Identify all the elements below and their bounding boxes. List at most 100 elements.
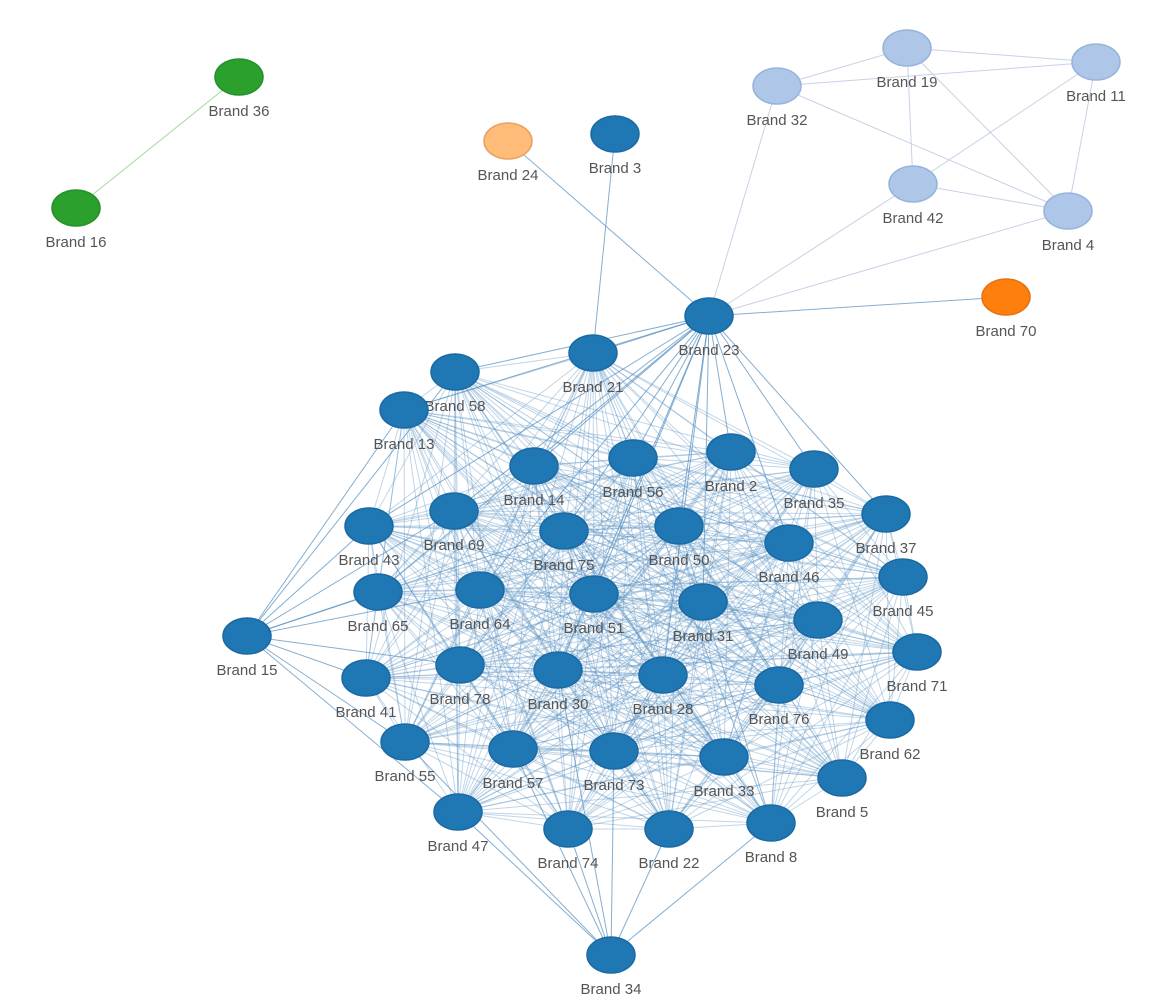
- node-circle[interactable]: [488, 730, 538, 768]
- node-b76[interactable]: Brand 76: [749, 666, 810, 728]
- node-b21[interactable]: Brand 21: [563, 334, 624, 396]
- node-b30[interactable]: Brand 30: [528, 651, 589, 713]
- node-circle[interactable]: [430, 353, 480, 391]
- node-b75[interactable]: Brand 75: [534, 512, 595, 574]
- node-b11[interactable]: Brand 11: [1066, 43, 1126, 105]
- node-b22[interactable]: Brand 22: [639, 810, 700, 872]
- node-circle[interactable]: [51, 189, 101, 227]
- node-circle[interactable]: [644, 810, 694, 848]
- node-circle[interactable]: [429, 492, 479, 530]
- node-circle[interactable]: [861, 495, 911, 533]
- node-circle[interactable]: [509, 447, 559, 485]
- node-circle[interactable]: [638, 656, 688, 694]
- node-circle[interactable]: [654, 507, 704, 545]
- node-b24[interactable]: Brand 24: [478, 122, 539, 184]
- node-b32[interactable]: Brand 32: [747, 67, 808, 129]
- node-b19[interactable]: Brand 19: [877, 29, 938, 91]
- node-circle[interactable]: [1071, 43, 1121, 81]
- node-b36[interactable]: Brand 36: [209, 58, 270, 120]
- node-circle[interactable]: [789, 450, 839, 488]
- node-circle[interactable]: [684, 297, 734, 335]
- node-circle[interactable]: [589, 732, 639, 770]
- node-b46[interactable]: Brand 46: [759, 524, 820, 586]
- node-circle[interactable]: [222, 617, 272, 655]
- node-circle[interactable]: [865, 701, 915, 739]
- node-circle[interactable]: [1043, 192, 1093, 230]
- node-b13[interactable]: Brand 13: [374, 391, 435, 453]
- node-circle[interactable]: [483, 122, 533, 160]
- node-circle[interactable]: [539, 512, 589, 550]
- node-circle[interactable]: [341, 659, 391, 697]
- node-circle[interactable]: [878, 558, 928, 596]
- node-circle[interactable]: [568, 334, 618, 372]
- node-b5[interactable]: Brand 5: [816, 759, 869, 821]
- node-b28[interactable]: Brand 28: [633, 656, 694, 718]
- node-circle[interactable]: [380, 723, 430, 761]
- node-b14[interactable]: Brand 14: [504, 447, 565, 509]
- edge-b56-b73: [613, 457, 634, 752]
- node-b49[interactable]: Brand 49: [788, 601, 849, 663]
- node-b43[interactable]: Brand 43: [339, 507, 400, 569]
- node-circle[interactable]: [586, 936, 636, 974]
- node-b45[interactable]: Brand 45: [873, 558, 934, 620]
- node-b51[interactable]: Brand 51: [564, 575, 625, 637]
- node-b35[interactable]: Brand 35: [784, 450, 845, 512]
- node-circle[interactable]: [433, 793, 483, 831]
- node-b62[interactable]: Brand 62: [860, 701, 921, 763]
- node-circle[interactable]: [706, 433, 756, 471]
- node-circle[interactable]: [678, 583, 728, 621]
- node-b15[interactable]: Brand 15: [217, 617, 278, 679]
- node-circle[interactable]: [981, 278, 1031, 316]
- node-circle[interactable]: [353, 573, 403, 611]
- node-b69[interactable]: Brand 69: [424, 492, 485, 554]
- edge-b21-b47: [457, 352, 594, 813]
- node-b31[interactable]: Brand 31: [673, 583, 734, 645]
- node-b50[interactable]: Brand 50: [649, 507, 710, 569]
- node-b23[interactable]: Brand 23: [679, 297, 740, 359]
- node-b16[interactable]: Brand 16: [46, 189, 107, 251]
- node-circle[interactable]: [533, 651, 583, 689]
- node-b74[interactable]: Brand 74: [538, 810, 599, 872]
- node-b4[interactable]: Brand 4: [1042, 192, 1095, 254]
- node-circle[interactable]: [882, 29, 932, 67]
- node-b58[interactable]: Brand 58: [425, 353, 486, 415]
- node-circle[interactable]: [608, 439, 658, 477]
- node-circle[interactable]: [590, 115, 640, 153]
- node-b3[interactable]: Brand 3: [589, 115, 642, 177]
- node-circle[interactable]: [543, 810, 593, 848]
- node-b64[interactable]: Brand 64: [450, 571, 511, 633]
- node-circle[interactable]: [214, 58, 264, 96]
- node-b37[interactable]: Brand 37: [856, 495, 917, 557]
- node-circle[interactable]: [379, 391, 429, 429]
- node-b70[interactable]: Brand 70: [976, 278, 1037, 340]
- node-b47[interactable]: Brand 47: [428, 793, 489, 855]
- node-circle[interactable]: [455, 571, 505, 609]
- node-circle[interactable]: [344, 507, 394, 545]
- node-b65[interactable]: Brand 65: [348, 573, 409, 635]
- node-circle[interactable]: [569, 575, 619, 613]
- node-b56[interactable]: Brand 56: [603, 439, 664, 501]
- node-circle[interactable]: [793, 601, 843, 639]
- edge-b50-b55: [404, 525, 680, 743]
- node-b73[interactable]: Brand 73: [584, 732, 645, 794]
- node-circle[interactable]: [746, 804, 796, 842]
- node-circle[interactable]: [699, 738, 749, 776]
- node-b34[interactable]: Brand 34: [581, 936, 642, 998]
- node-b78[interactable]: Brand 78: [430, 646, 491, 708]
- node-b71[interactable]: Brand 71: [887, 633, 948, 695]
- node-circle[interactable]: [817, 759, 867, 797]
- edge-b49-b30: [557, 619, 819, 671]
- node-circle[interactable]: [754, 666, 804, 704]
- node-circle[interactable]: [892, 633, 942, 671]
- node-b33[interactable]: Brand 33: [694, 738, 755, 800]
- node-b57[interactable]: Brand 57: [483, 730, 544, 792]
- node-b55[interactable]: Brand 55: [375, 723, 436, 785]
- node-circle[interactable]: [435, 646, 485, 684]
- node-b41[interactable]: Brand 41: [336, 659, 397, 721]
- node-b8[interactable]: Brand 8: [745, 804, 798, 866]
- node-b2[interactable]: Brand 2: [705, 433, 758, 495]
- node-circle[interactable]: [888, 165, 938, 203]
- node-circle[interactable]: [752, 67, 802, 105]
- node-b42[interactable]: Brand 42: [883, 165, 944, 227]
- node-circle[interactable]: [764, 524, 814, 562]
